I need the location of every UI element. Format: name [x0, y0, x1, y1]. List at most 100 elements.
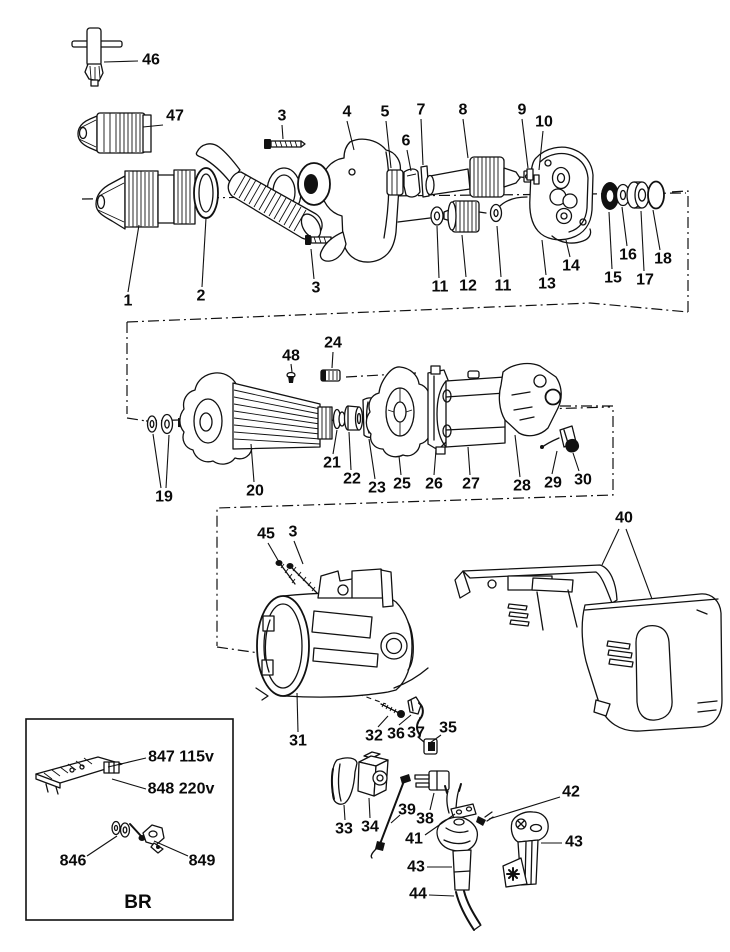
part-fan-baffle [365, 366, 435, 458]
part-switch [357, 751, 389, 797]
callout-28: 28 [513, 478, 531, 495]
part-cord-protector-spare [502, 811, 549, 888]
part-handle-shell-left [454, 564, 618, 631]
callout-5: 5 [381, 104, 390, 121]
leader-line-47 [142, 124, 164, 128]
part-screw-top [264, 139, 306, 149]
part-brush-cap [565, 438, 580, 453]
leader-line-35 [429, 734, 442, 744]
leader-line-12 [461, 234, 467, 278]
callout-15: 15 [604, 270, 622, 287]
part-drill-chuck [95, 169, 196, 230]
callout-45: 45 [257, 526, 275, 543]
callout-31: 31 [289, 733, 307, 750]
leader-line-27 [467, 446, 471, 476]
leader-line-22 [348, 431, 352, 471]
leader-line-846 [86, 835, 118, 857]
callout-23: 23 [368, 480, 386, 497]
leader-line-17 [640, 210, 645, 272]
leader-line-20 [250, 443, 255, 483]
callout-39: 39 [398, 802, 416, 819]
part-rivet [286, 371, 296, 383]
callout-32: 32 [365, 728, 383, 745]
part-field-connector [414, 770, 450, 791]
inset-box: BR [25, 718, 234, 921]
part-terminal-connector [417, 736, 438, 755]
callout-47: 47 [166, 108, 184, 125]
callout-41: 41 [405, 831, 423, 848]
leader-line-4 [346, 120, 355, 151]
callout-12: 12 [459, 278, 477, 295]
callout-40: 40 [615, 510, 633, 527]
callout-21: 21 [323, 455, 341, 472]
leader-line-30 [572, 452, 580, 472]
leader-line-5 [385, 120, 392, 169]
callout-846: 846 [60, 853, 87, 870]
leader-line-10 [538, 130, 544, 171]
callout-33: 33 [335, 821, 353, 838]
leader-line-26 [433, 449, 437, 476]
part-commutator-washer [332, 408, 346, 430]
part-retaining-ring [193, 167, 219, 219]
leader-line-16 [621, 206, 628, 247]
callout-43: 43 [407, 859, 425, 876]
leader-line-3 [281, 124, 284, 140]
part-shaft-washers [146, 413, 174, 435]
part-gearcase-cover [526, 146, 594, 244]
part-nut [386, 169, 404, 196]
callout-19: 19 [155, 489, 173, 506]
leader-line-24 [331, 351, 334, 369]
callout-11: 11 [495, 278, 512, 295]
part-power-cord [455, 890, 482, 931]
part-side-handle [195, 143, 335, 245]
callout-848-220v: 848 220v [148, 781, 215, 798]
leader-line-13 [541, 239, 547, 276]
leader-line-8 [462, 118, 469, 159]
part-switch-screw [380, 702, 405, 718]
leader-line-42 [488, 796, 561, 820]
part-bearing-stack [601, 180, 665, 210]
callout-13: 13 [538, 276, 556, 293]
part-chuck-key [71, 27, 123, 87]
part-handle-shell-right [581, 593, 723, 732]
leader-line-44 [428, 894, 455, 897]
callout-18: 18 [654, 251, 672, 268]
leader-line-848-220v [111, 778, 147, 790]
leader-line-40 [625, 528, 653, 600]
callout-16: 16 [619, 247, 637, 264]
leader-line-847-115v [107, 757, 147, 768]
part-spare-chuck [77, 112, 152, 154]
leader-line-2 [201, 217, 207, 288]
callout-3: 3 [278, 108, 287, 125]
leader-line-9 [521, 118, 529, 169]
leader-line-19 [165, 434, 170, 489]
part-spindle [425, 156, 531, 198]
leader-line-38 [429, 792, 435, 811]
callout-8: 8 [459, 102, 468, 119]
leader-line-23 [368, 438, 376, 480]
leader-line-3 [293, 540, 304, 565]
leader-line-14 [565, 239, 571, 258]
callout-17: 17 [636, 272, 654, 289]
callout-35: 35 [439, 720, 457, 737]
leader-line-39 [390, 814, 401, 824]
leader-line-11 [436, 225, 440, 279]
callout-25: 25 [393, 476, 411, 493]
leader-line-29 [551, 450, 558, 475]
callout-9: 9 [518, 102, 527, 119]
leader-line-21 [332, 429, 338, 455]
part-cord-clamp-assembly [444, 783, 477, 820]
callout-37: 37 [407, 725, 425, 742]
leader-line-33 [343, 804, 346, 821]
part-trigger [330, 757, 358, 805]
leader-line-3 [310, 248, 315, 280]
leader-line-19 [152, 433, 162, 489]
callout-11: 11 [432, 279, 449, 296]
leader-line-46 [103, 60, 139, 63]
callout-22: 22 [343, 471, 361, 488]
part-washer-right [489, 203, 503, 223]
part-jumper-wire [370, 774, 411, 859]
callout-4: 4 [343, 104, 352, 121]
part-pinion-gear [443, 200, 487, 233]
